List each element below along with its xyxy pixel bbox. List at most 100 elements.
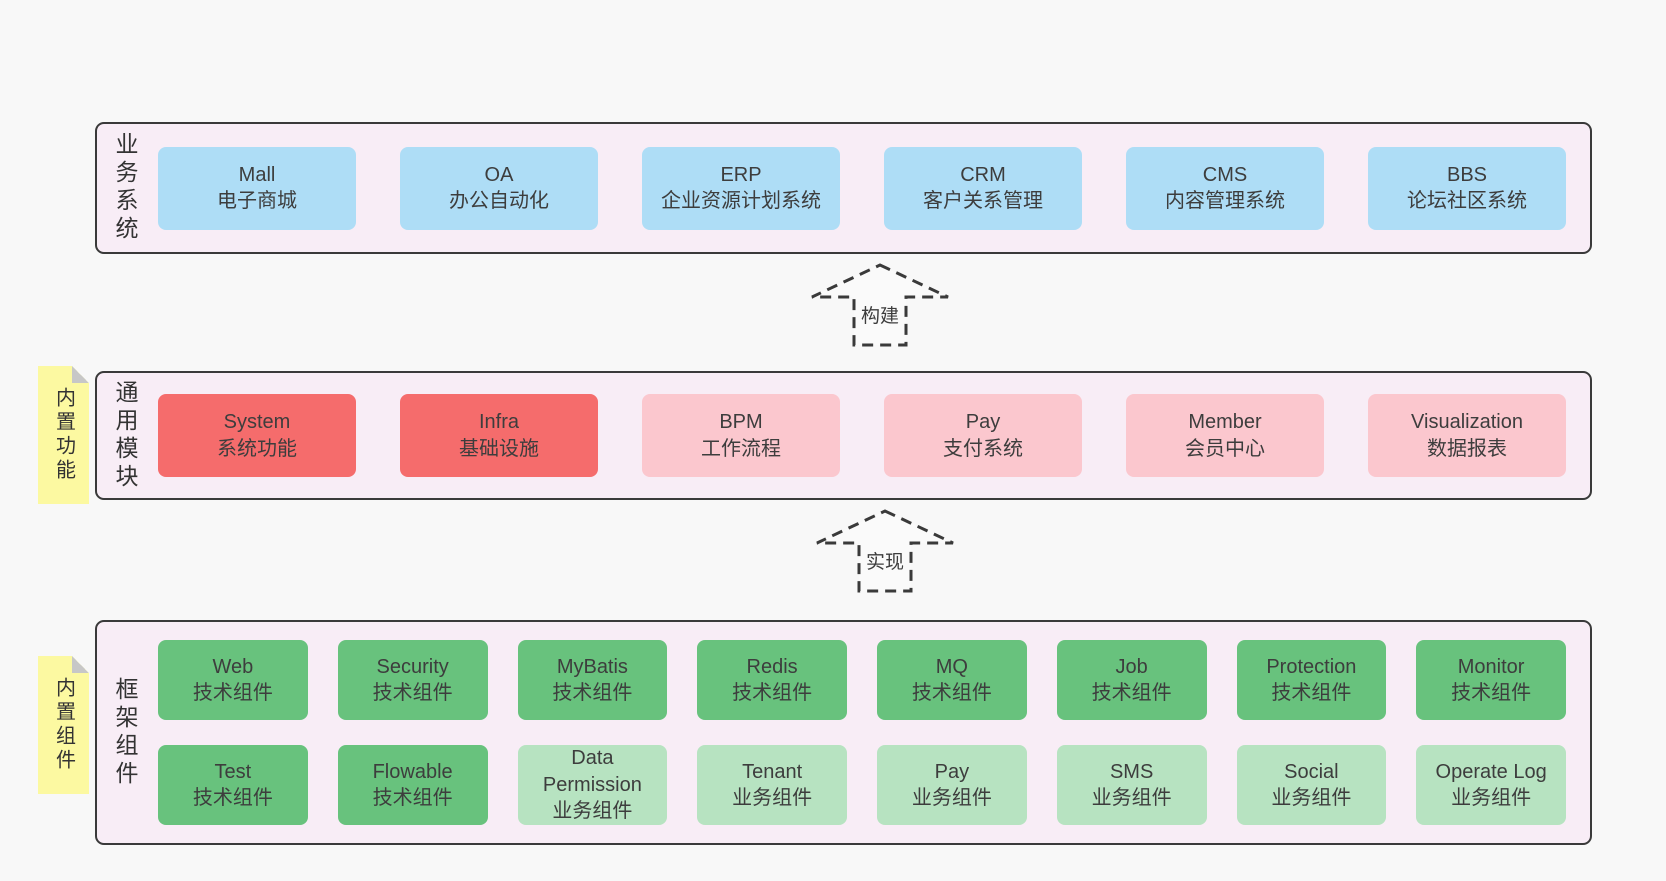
box-subtitle: 客户关系管理 bbox=[923, 190, 1043, 212]
box-subtitle: 业务组件 bbox=[732, 787, 813, 809]
box-title: BBS bbox=[1446, 163, 1488, 186]
box-subtitle: 技术组件 bbox=[1271, 682, 1352, 704]
box-subtitle: 业务组件 bbox=[1091, 787, 1172, 809]
panel-framework-components: 框架组件 Web 技术组件 Security 技术组件 MyBatis 技术组件… bbox=[95, 620, 1592, 845]
box-job: Job 技术组件 bbox=[1056, 640, 1207, 720]
panel-common-side-label: 通用模块 bbox=[112, 379, 138, 492]
box-title: Job bbox=[1115, 655, 1148, 678]
box-title: Protection bbox=[1266, 655, 1357, 678]
box-sms: SMS 业务组件 bbox=[1056, 745, 1207, 825]
box-erp: ERP 企业资源计划系统 bbox=[642, 146, 840, 230]
tab-built-in-features-label: 内置功能 bbox=[52, 387, 75, 483]
box-title: Visualization bbox=[1411, 411, 1523, 434]
box-title: Pay bbox=[965, 411, 1001, 434]
box-subtitle: 技术组件 bbox=[192, 682, 273, 704]
box-title: Data Permission bbox=[542, 747, 642, 796]
framework-box-row-2: Test 技术组件 Flowable 技术组件 Data Permission … bbox=[158, 745, 1566, 825]
box-title: CMS bbox=[1202, 163, 1248, 186]
arrow-implement-up: 实现 bbox=[814, 508, 956, 594]
box-member: Member 会员中心 bbox=[1126, 394, 1324, 477]
box-title: Test bbox=[214, 760, 252, 783]
box-subtitle: 内容管理系统 bbox=[1165, 190, 1285, 212]
box-subtitle: 业务组件 bbox=[552, 800, 633, 823]
arrow-build-up: 构建 bbox=[809, 262, 951, 348]
box-subtitle: 技术组件 bbox=[192, 787, 273, 809]
box-subtitle: 技术组件 bbox=[911, 682, 992, 704]
box-protection: Protection 技术组件 bbox=[1236, 640, 1387, 720]
box-flowable: Flowable 技术组件 bbox=[337, 745, 488, 825]
arrow-implement-label: 实现 bbox=[861, 546, 909, 575]
box-subtitle: 论坛社区系统 bbox=[1407, 190, 1527, 212]
box-subtitle: 办公自动化 bbox=[449, 190, 549, 212]
box-bpm: BPM 工作流程 bbox=[642, 394, 840, 477]
panel-framework-side-label: 框架组件 bbox=[112, 676, 138, 789]
panel-business-systems: 业务系统 Mall 电子商城 OA 办公自动化 ERP 企业资源计划系统 CRM… bbox=[95, 122, 1592, 254]
box-subtitle: 技术组件 bbox=[732, 682, 813, 704]
box-subtitle: 技术组件 bbox=[552, 682, 633, 704]
box-title: ERP bbox=[720, 163, 762, 186]
box-title: Mall bbox=[238, 163, 276, 186]
box-subtitle: 业务组件 bbox=[911, 787, 992, 809]
box-oa: OA 办公自动化 bbox=[400, 146, 598, 230]
box-subtitle: 数据报表 bbox=[1427, 437, 1507, 460]
box-subtitle: 企业资源计划系统 bbox=[661, 190, 821, 212]
box-title: BPM bbox=[719, 411, 763, 434]
box-title: MyBatis bbox=[556, 655, 628, 678]
box-subtitle: 业务组件 bbox=[1271, 787, 1352, 809]
box-subtitle: 工作流程 bbox=[701, 437, 781, 460]
box-subtitle: 电子商城 bbox=[217, 190, 297, 212]
box-security: Security 技术组件 bbox=[337, 640, 488, 720]
box-title: Redis bbox=[746, 655, 798, 678]
box-title: SMS bbox=[1109, 760, 1154, 783]
box-mall: Mall 电子商城 bbox=[158, 146, 356, 230]
box-subtitle: 系统功能 bbox=[217, 437, 297, 460]
box-subtitle: 基础设施 bbox=[459, 437, 539, 460]
box-title: Security bbox=[376, 655, 449, 678]
box-subtitle: 技术组件 bbox=[1091, 682, 1172, 704]
box-title: Flowable bbox=[372, 760, 453, 783]
box-title: CRM bbox=[960, 163, 1006, 186]
box-redis: Redis 技术组件 bbox=[697, 640, 847, 720]
box-monitor: Monitor 技术组件 bbox=[1416, 640, 1566, 720]
panel-common-modules: 通用模块 System 系统功能 Infra 基础设施 BPM 工作流程 Pay… bbox=[95, 371, 1592, 500]
box-crm: CRM 客户关系管理 bbox=[884, 146, 1082, 230]
box-title: Monitor bbox=[1457, 655, 1525, 678]
box-pay-component: Pay 业务组件 bbox=[877, 745, 1027, 825]
tab-built-in-components-label: 内置组件 bbox=[52, 677, 75, 773]
box-title: Social bbox=[1284, 760, 1339, 783]
box-operate-log: Operate Log 业务组件 bbox=[1416, 745, 1566, 825]
box-system: System 系统功能 bbox=[158, 394, 356, 477]
box-test: Test 技术组件 bbox=[158, 745, 308, 825]
box-tenant: Tenant 业务组件 bbox=[697, 745, 847, 825]
panel-business-side-label: 业务系统 bbox=[112, 132, 138, 244]
box-mq: MQ 技术组件 bbox=[877, 640, 1027, 720]
framework-content: Web 技术组件 Security 技术组件 MyBatis 技术组件 Redi… bbox=[148, 620, 1590, 845]
tab-built-in-features: 内置功能 bbox=[38, 366, 89, 504]
box-title: Infra bbox=[478, 411, 520, 434]
box-web: Web 技术组件 bbox=[158, 640, 308, 720]
box-cms: CMS 内容管理系统 bbox=[1126, 146, 1324, 230]
box-title: Member bbox=[1188, 411, 1262, 434]
box-visualization: Visualization 数据报表 bbox=[1368, 394, 1566, 477]
box-title: MQ bbox=[935, 655, 968, 678]
box-subtitle: 技术组件 bbox=[372, 787, 453, 809]
box-subtitle: 业务组件 bbox=[1451, 787, 1532, 809]
business-box-row: Mall 电子商城 OA 办公自动化 ERP 企业资源计划系统 CRM 客户关系… bbox=[148, 146, 1590, 230]
box-title: Tenant bbox=[742, 760, 803, 783]
box-mybatis: MyBatis 技术组件 bbox=[517, 640, 668, 720]
box-pay-module: Pay 支付系统 bbox=[884, 394, 1082, 477]
box-title: OA bbox=[484, 163, 514, 186]
box-subtitle: 支付系统 bbox=[943, 437, 1023, 460]
box-social: Social 业务组件 bbox=[1236, 745, 1387, 825]
common-box-row: System 系统功能 Infra 基础设施 BPM 工作流程 Pay 支付系统… bbox=[148, 394, 1590, 477]
box-title: Web bbox=[212, 655, 254, 678]
box-subtitle: 技术组件 bbox=[1451, 682, 1532, 704]
box-title: System bbox=[223, 411, 291, 434]
box-subtitle: 会员中心 bbox=[1185, 437, 1265, 460]
framework-box-row-1: Web 技术组件 Security 技术组件 MyBatis 技术组件 Redi… bbox=[158, 640, 1566, 720]
arrow-build-label: 构建 bbox=[856, 300, 904, 329]
box-title: Operate Log bbox=[1435, 760, 1547, 783]
box-bbs: BBS 论坛社区系统 bbox=[1368, 146, 1566, 230]
box-infra: Infra 基础设施 bbox=[400, 394, 598, 477]
